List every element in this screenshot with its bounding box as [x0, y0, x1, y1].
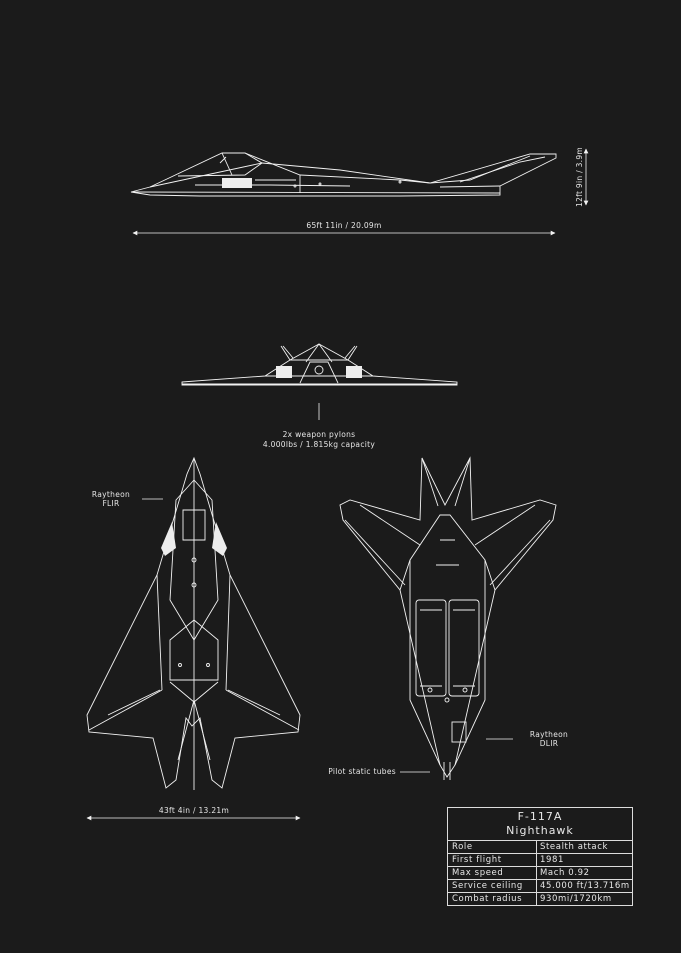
pylon-note-line1: 2x weapon pylons: [282, 430, 356, 439]
spec-row-first-flight: First flight 1981: [448, 854, 632, 867]
spec-value: 1981: [540, 855, 565, 865]
spec-title-block: F-117A Nighthawk: [448, 808, 632, 841]
top-view: [86, 456, 301, 790]
spec-label: Role: [448, 841, 537, 853]
spec-value: 930mi/1720km: [540, 894, 612, 904]
length-dimension-label: 65ft 11in / 20.09m: [306, 221, 382, 230]
spec-label: Combat radius: [448, 893, 537, 905]
flir-note: Raytheon FLIR: [82, 490, 140, 508]
spec-row-service-ceiling: Service ceiling 45.000 ft/13.716m: [448, 880, 632, 893]
spec-row-max-speed: Max speed Mach 0.92: [448, 867, 632, 880]
side-view: [130, 152, 557, 197]
pylon-note: 2x weapon pylons 4.000lbs / 1.815kg capa…: [245, 430, 393, 450]
spec-row-combat-radius: Combat radius 930mi/1720km: [448, 893, 632, 905]
spec-value: Stealth attack: [540, 842, 609, 852]
dlir-note-line1: Raytheon: [529, 730, 569, 739]
dlir-note-line2: DLIR: [539, 739, 559, 748]
flir-note-line1: Raytheon: [91, 490, 131, 499]
spec-label: Max speed: [448, 867, 537, 879]
spec-label: First flight: [448, 854, 537, 866]
spec-value: Mach 0.92: [540, 868, 590, 878]
front-view: [181, 343, 458, 386]
bottom-view: [339, 456, 557, 780]
pylon-note-line2: 4.000lbs / 1.815kg capacity: [262, 440, 376, 449]
spec-label: Service ceiling: [448, 880, 537, 892]
flir-note-line2: FLIR: [102, 499, 120, 508]
spec-value: 45.000 ft/13.716m: [540, 881, 630, 891]
spec-table: F-117A Nighthawk Role Stealth attack Fir…: [447, 807, 633, 906]
span-dimension-label: 43ft 4in / 13.21m: [158, 806, 230, 815]
dlir-note: Raytheon DLIR: [520, 730, 578, 748]
height-dimension-label: 12ft 9in / 3.9m: [575, 147, 584, 207]
spec-title: F-117A: [517, 810, 563, 823]
pitot-note: Pilot static tubes: [328, 767, 396, 776]
spec-subtitle: Nighthawk: [506, 824, 574, 837]
spec-row-role: Role Stealth attack: [448, 841, 632, 854]
